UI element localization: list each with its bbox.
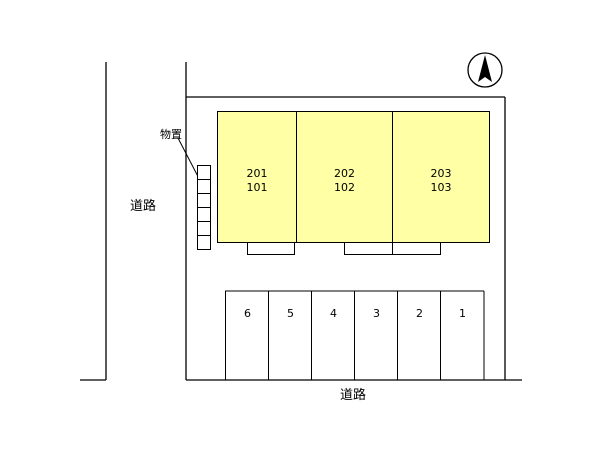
unit-upper-label: 202 bbox=[334, 167, 355, 180]
storage-cell bbox=[197, 221, 211, 236]
unit-upper-label: 203 bbox=[430, 167, 452, 180]
storage-cell bbox=[197, 207, 211, 222]
north-arrow-icon bbox=[467, 52, 503, 88]
parking-number: 5 bbox=[287, 307, 294, 320]
west-road-label: 道路 bbox=[130, 199, 157, 214]
unit-block-202-102: 202 102 bbox=[296, 111, 393, 243]
south-road-label: 道路 bbox=[340, 388, 367, 403]
parking-number: 2 bbox=[416, 307, 423, 320]
unit-lower-label: 103 bbox=[430, 181, 452, 194]
storage-cell bbox=[197, 193, 211, 208]
parking-space-2: 2 bbox=[397, 291, 441, 380]
balcony bbox=[344, 243, 393, 255]
unit-lower-label: 101 bbox=[246, 181, 268, 194]
parking-space-3: 3 bbox=[354, 291, 398, 380]
parking-number: 3 bbox=[373, 307, 380, 320]
parking-space-5: 5 bbox=[268, 291, 312, 380]
balcony bbox=[392, 243, 441, 255]
parking-number: 6 bbox=[244, 307, 251, 320]
unit-block-201-101: 201 101 bbox=[217, 111, 297, 243]
storage-cell bbox=[197, 165, 211, 180]
parking-space-1: 1 bbox=[440, 291, 484, 380]
parking-number: 4 bbox=[330, 307, 337, 320]
parking-space-6: 6 bbox=[225, 291, 269, 380]
storage-cell bbox=[197, 235, 211, 250]
unit-upper-label: 201 bbox=[246, 167, 268, 180]
parking-space-4: 4 bbox=[311, 291, 355, 380]
unit-lower-label: 102 bbox=[334, 181, 355, 194]
unit-block-203-103: 203 103 bbox=[392, 111, 490, 243]
balcony bbox=[247, 243, 295, 255]
storage-cell bbox=[197, 179, 211, 194]
storage-label: 物置 bbox=[160, 128, 182, 141]
parking-number: 1 bbox=[459, 307, 466, 320]
